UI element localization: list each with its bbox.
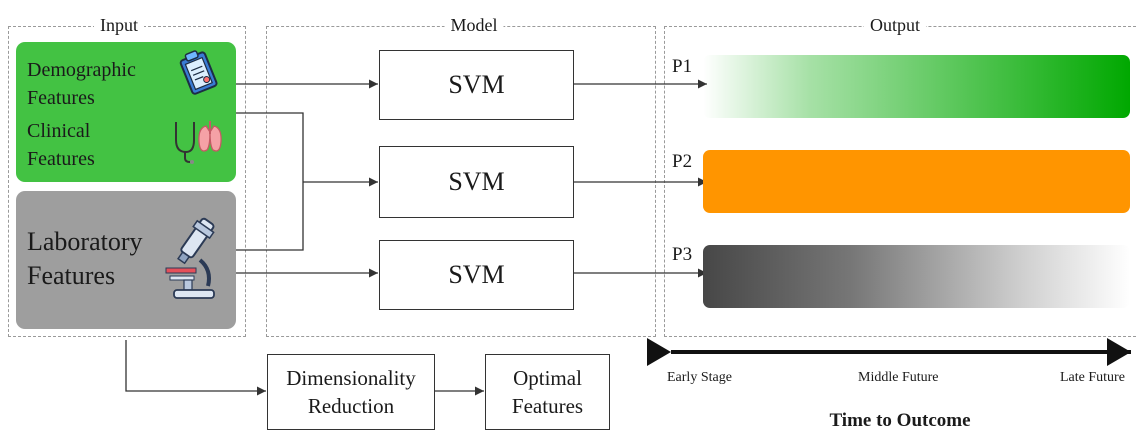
clinical-features-label: Clinical Features: [27, 120, 95, 170]
microscope-icon: [165, 217, 215, 299]
timeline-title: Time to Outcome: [829, 410, 971, 431]
output-bar-p1: [703, 55, 1130, 118]
laboratory-features-label: Laboratory Features: [27, 227, 143, 290]
output-bar-p2: [703, 150, 1130, 213]
svm-box-1: SVM: [379, 50, 574, 120]
model-title: Model: [444, 15, 504, 35]
demographic-features-label: Demographic Features: [27, 59, 136, 109]
output-bar-p3: [703, 245, 1130, 308]
optimal-features-box: Optimal Features: [485, 354, 610, 430]
dimensionality-reduction-box: Dimensionality Reduction: [267, 354, 435, 430]
p1-label: P1: [672, 56, 693, 77]
svm-box-3: SVM: [379, 240, 574, 310]
input-title: Input: [94, 15, 144, 35]
laboratory-block: [16, 191, 236, 329]
timeline-late-label: Late Future: [1060, 370, 1125, 385]
output-title: Output: [863, 15, 927, 35]
timeline-early-label: Early Stage: [667, 370, 732, 385]
clipboard-icon: [179, 50, 218, 95]
svm-box-2: SVM: [379, 146, 574, 218]
p2-label: P2: [672, 151, 693, 172]
stethoscope-lungs-icon: [175, 121, 222, 164]
timeline-middle-label: Middle Future: [858, 370, 939, 385]
p3-label: P3: [672, 244, 693, 265]
